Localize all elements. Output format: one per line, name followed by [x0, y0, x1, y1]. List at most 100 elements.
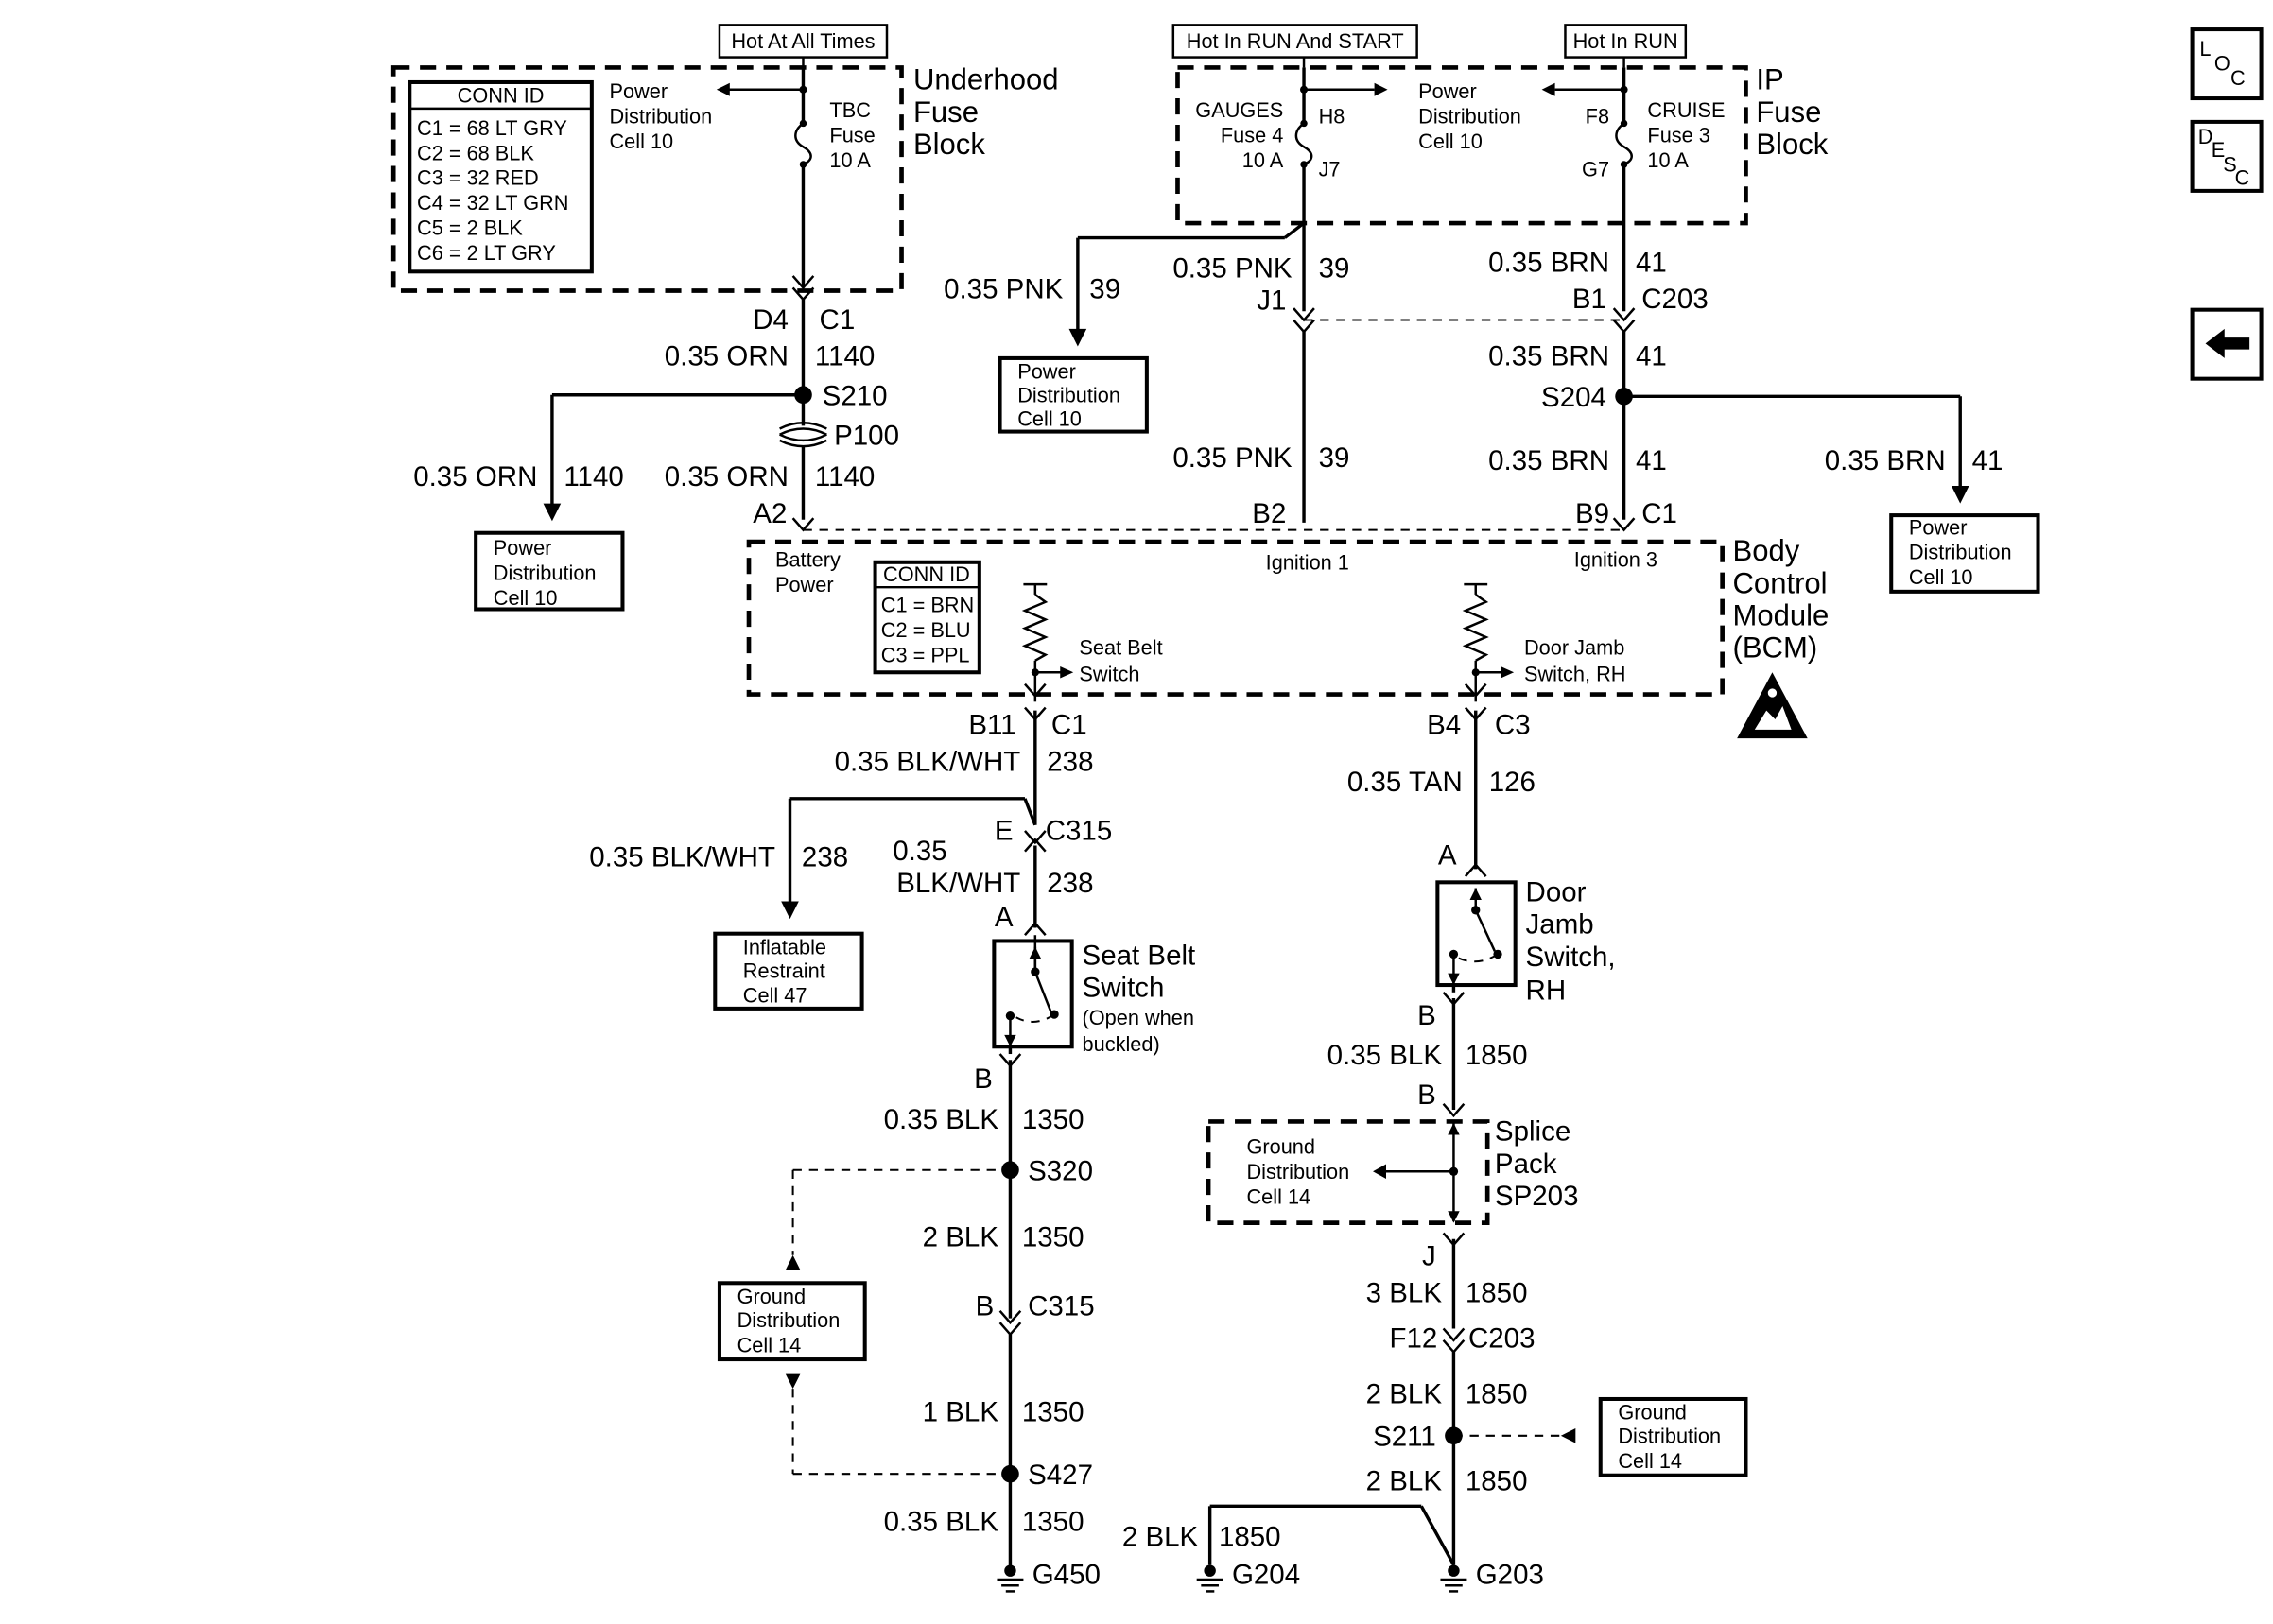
svg-text:C1: C1 — [820, 304, 856, 336]
svg-text:Block: Block — [1756, 128, 1828, 161]
svg-text:1 BLK: 1 BLK — [923, 1396, 999, 1427]
circuit-1850-blk-lower: J 3 BLK 1850 F12 C203 2 BLK 1850 S211 2 … — [1122, 1232, 1576, 1566]
svg-text:Fuse: Fuse — [829, 124, 875, 147]
circuit-39-pnk: 0.35 PNK 39 0.35 PNK 39 J1 0.35 PNK 39 B… — [944, 164, 1349, 529]
svg-text:Ignition 3: Ignition 3 — [1574, 547, 1657, 571]
svg-text:(Open when: (Open when — [1083, 1006, 1194, 1029]
svg-text:O: O — [2214, 52, 2230, 76]
back-arrow-icon — [2205, 328, 2250, 358]
svg-text:1350: 1350 — [1022, 1104, 1084, 1135]
svg-text:Distribution: Distribution — [1618, 1425, 1721, 1448]
gauges-fuse-icon — [1294, 119, 1313, 168]
underhood-fuse-block: Underhood Fuse Block CONN ID C1 = 68 LT … — [390, 63, 1059, 302]
cruise-fuse-icon — [1615, 119, 1633, 168]
svg-text:CRUISE: CRUISE — [1647, 98, 1725, 122]
ground-g450-icon — [997, 1564, 1024, 1593]
source-hot-in-run: Hot In RUN — [1564, 24, 1688, 59]
bcm-conn-id-table: CONN ID C1 = BRN C2 = BLU C3 = PPL — [873, 560, 981, 675]
svg-text:B11: B11 — [968, 709, 1015, 740]
svg-text:1850: 1850 — [1466, 1379, 1528, 1410]
svg-text:C6 = 2 LT GRY: C6 = 2 LT GRY — [417, 241, 556, 265]
svg-text:1350: 1350 — [1022, 1396, 1084, 1427]
svg-text:B2: B2 — [1252, 498, 1286, 529]
svg-text:2 BLK: 2 BLK — [1366, 1465, 1443, 1496]
svg-text:2 BLK: 2 BLK — [1122, 1521, 1199, 1552]
svg-text:C3 = 32 RED: C3 = 32 RED — [417, 166, 539, 190]
svg-text:39: 39 — [1319, 442, 1350, 474]
back-arrow-button[interactable] — [2190, 307, 2264, 381]
svg-text:C2 = BLU: C2 = BLU — [881, 618, 971, 642]
svg-text:B: B — [976, 1290, 995, 1322]
source-hot-at-all-times: Hot At All Times — [718, 24, 889, 59]
svg-text:S204: S204 — [1541, 382, 1606, 413]
svg-text:Restraint: Restraint — [743, 959, 825, 982]
svg-text:B4: B4 — [1427, 709, 1461, 740]
svg-text:2 BLK: 2 BLK — [923, 1221, 999, 1253]
svg-text:Fuse 3: Fuse 3 — [1647, 124, 1709, 147]
svg-text:0.35 PNK: 0.35 PNK — [944, 273, 1064, 304]
svg-text:Ground: Ground — [737, 1285, 807, 1308]
svg-text:C2 = 68 BLK: C2 = 68 BLK — [417, 141, 534, 164]
bcm-seat-belt-input-resistor-icon — [1021, 582, 1074, 702]
svg-text:41: 41 — [1636, 247, 1667, 278]
svg-text:238: 238 — [802, 841, 848, 872]
svg-text:C3 = PPL: C3 = PPL — [881, 643, 970, 666]
svg-text:Distribution: Distribution — [609, 104, 712, 128]
source-hot-in-run-and-start: Hot In RUN And START — [1171, 24, 1418, 59]
tbc-fuse-icon — [794, 119, 812, 168]
door-jamb-switch-rh — [1435, 880, 1518, 993]
loc-button[interactable]: L O C — [2190, 27, 2264, 101]
svg-text:B: B — [1417, 1080, 1436, 1111]
splice-pack-sp203: Ground Distribution Cell 14 — [1206, 1119, 1490, 1225]
svg-text:(BCM): (BCM) — [1733, 631, 1818, 665]
svg-text:1350: 1350 — [1022, 1221, 1084, 1253]
svg-text:Power: Power — [1017, 360, 1076, 384]
svg-text:1850: 1850 — [1219, 1521, 1281, 1552]
svg-text:Fuse: Fuse — [913, 95, 979, 129]
svg-text:RH: RH — [1526, 976, 1567, 1007]
svg-text:Cell 14: Cell 14 — [1246, 1184, 1310, 1208]
ip-fuse-block: IP Fuse Block GAUGES Fuse 4 10 A H8 J7 P… — [1175, 63, 1829, 226]
svg-text:Door Jamb: Door Jamb — [1524, 636, 1624, 660]
svg-text:D4: D4 — [753, 304, 789, 336]
svg-text:S320: S320 — [1028, 1156, 1093, 1187]
svg-text:0.35 BRN: 0.35 BRN — [1488, 341, 1609, 372]
svg-text:0.35 ORN: 0.35 ORN — [665, 461, 789, 492]
svg-text:Cell 10: Cell 10 — [1418, 130, 1483, 153]
svg-text:0.35 BLK: 0.35 BLK — [884, 1104, 999, 1135]
svg-text:41: 41 — [1636, 341, 1667, 372]
svg-text:G204: G204 — [1232, 1560, 1300, 1591]
ground-g204-icon — [1196, 1564, 1223, 1593]
svg-text:Hot At All Times: Hot At All Times — [731, 29, 875, 53]
svg-text:Distribution: Distribution — [1246, 1160, 1349, 1183]
svg-text:Switch, RH: Switch, RH — [1524, 663, 1625, 686]
svg-text:G7: G7 — [1582, 157, 1609, 181]
seat-belt-switch — [992, 935, 1074, 1055]
svg-text:Splice: Splice — [1495, 1116, 1570, 1148]
svg-text:F8: F8 — [1586, 104, 1609, 128]
svg-text:E: E — [995, 815, 1014, 846]
svg-text:Ground: Ground — [1246, 1135, 1315, 1159]
svg-text:J: J — [1422, 1241, 1436, 1272]
svg-text:Seat Belt: Seat Belt — [1079, 636, 1162, 660]
svg-text:C5 = 2 BLK: C5 = 2 BLK — [417, 216, 523, 239]
svg-text:0.35 TAN: 0.35 TAN — [1347, 767, 1463, 798]
svg-text:Body: Body — [1733, 534, 1800, 567]
svg-text:SP203: SP203 — [1495, 1181, 1579, 1212]
svg-text:0.35 PNK: 0.35 PNK — [1172, 442, 1293, 474]
svg-text:2 BLK: 2 BLK — [1366, 1379, 1443, 1410]
desc-button[interactable]: D E S C — [2190, 119, 2264, 193]
svg-text:1140: 1140 — [815, 341, 875, 372]
svg-text:C1 = 68 LT GRY: C1 = 68 LT GRY — [417, 116, 567, 140]
svg-text:Pack: Pack — [1495, 1149, 1557, 1180]
svg-text:J1: J1 — [1257, 285, 1286, 317]
svg-text:0.35: 0.35 — [893, 836, 946, 867]
svg-text:1140: 1140 — [815, 461, 875, 492]
underhood-conn-id-table: CONN ID C1 = 68 LT GRY C2 = 68 BLK C3 = … — [408, 79, 594, 274]
svg-text:J7: J7 — [1319, 157, 1341, 181]
svg-text:Power: Power — [1909, 515, 1968, 539]
body-control-module: Body Control Module (BCM) Battery Power … — [746, 534, 1829, 702]
ref-ground-distribution-cell-14-left: Ground Distribution Cell 14 — [717, 1281, 867, 1362]
svg-text:A: A — [995, 902, 1014, 933]
ref-ground-distribution-cell-14-right: Ground Distribution Cell 14 — [1598, 1396, 1748, 1477]
